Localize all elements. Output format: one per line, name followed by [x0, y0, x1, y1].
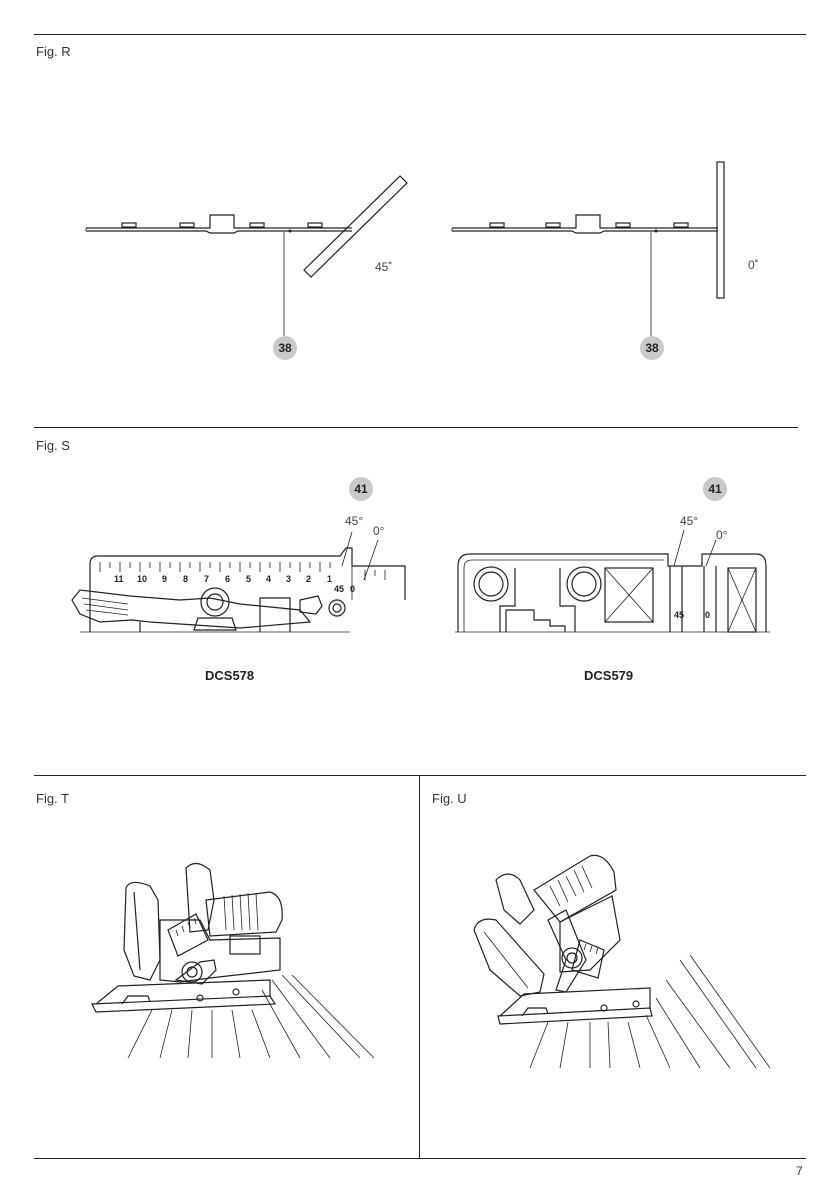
divider-bottom [34, 1158, 806, 1159]
page-number: 7 [796, 1164, 803, 1178]
fig-u-saw-illustration [0, 0, 839, 1100]
